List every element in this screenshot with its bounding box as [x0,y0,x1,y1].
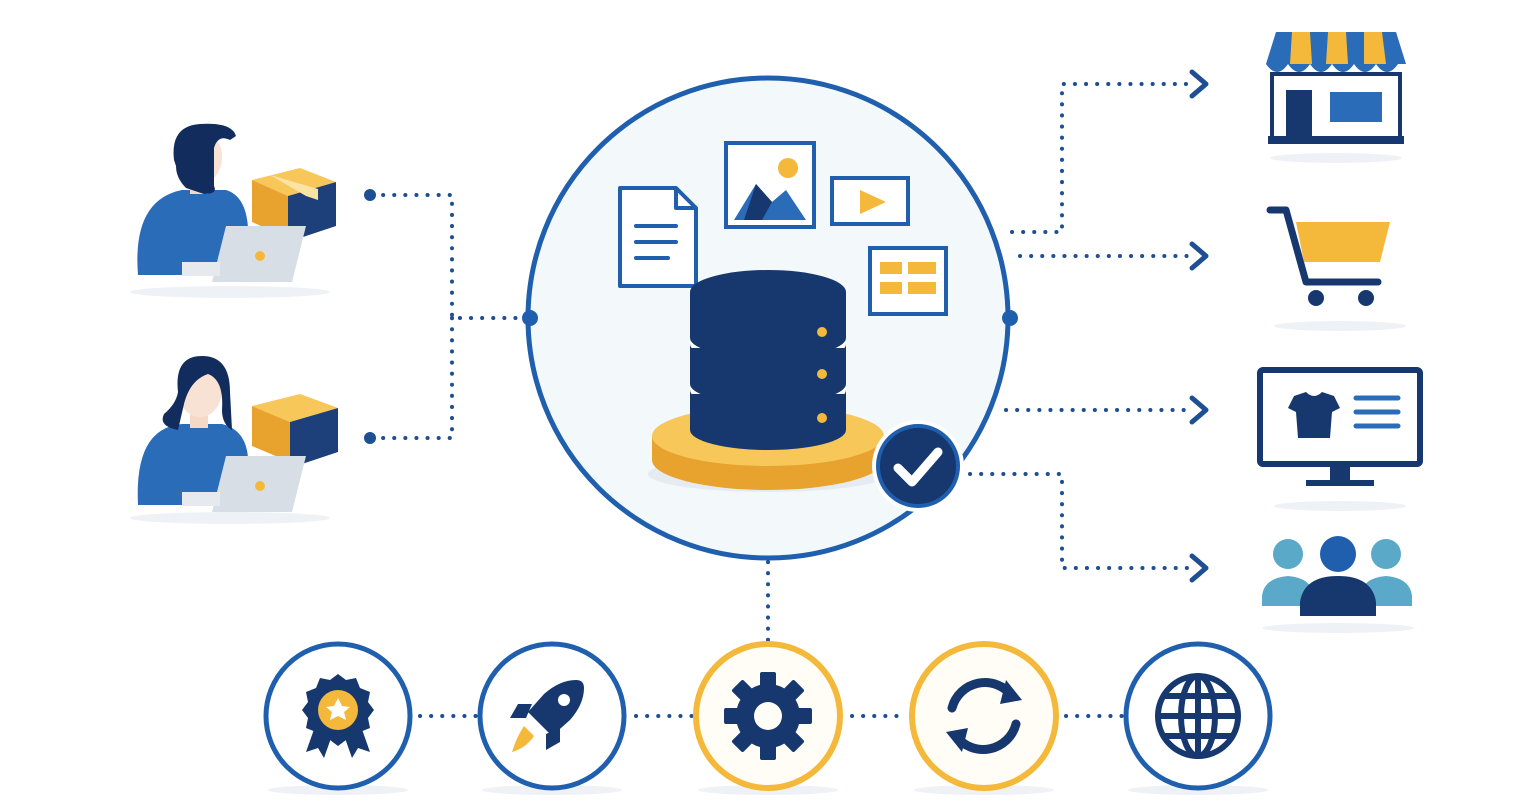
package-box-icon [252,168,336,242]
check-badge-icon [872,420,964,512]
central-hub [522,75,1018,561]
video-icon [830,176,910,226]
connector-customers [968,472,1194,570]
connectors [370,82,1194,718]
connector-seller-1 [370,193,524,320]
database-icon [690,270,846,450]
shopping-cart-icon [1266,206,1406,331]
globe-icon [1155,673,1241,759]
feature-rocket [477,641,627,795]
connector-storefront [1010,82,1194,234]
image-icon [724,141,816,229]
person-icon [137,123,248,275]
package-box-icon [252,394,338,468]
storefront-icon [1266,32,1406,163]
feature-gear [693,641,843,795]
arrowheads [1189,69,1209,583]
customers-group-icon [1262,536,1414,633]
connector-endpoints [364,189,376,444]
connector-seller-2 [370,316,454,440]
feature-sync [909,641,1059,795]
seller-2 [130,356,338,524]
award-badge-icon [302,674,374,758]
laptop-icon [182,456,306,512]
gear-icon [724,672,812,760]
hub-port-left [522,310,538,326]
feature-globe [1123,641,1273,795]
rocket-icon [510,680,584,752]
feature-award [263,641,413,795]
document-icon [618,186,698,288]
seller-1 [130,123,336,298]
hub-port-right [1002,310,1018,326]
laptop-icon [182,226,306,282]
product-monitor-icon [1257,367,1423,511]
grid-icon [868,246,948,316]
